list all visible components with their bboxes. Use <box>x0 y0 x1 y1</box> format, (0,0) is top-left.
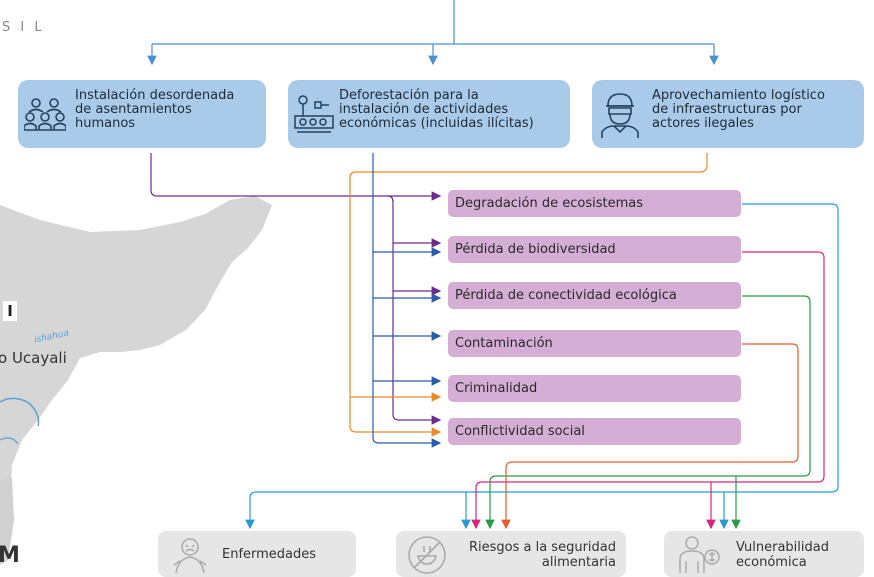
map-region-shape <box>0 196 272 540</box>
masked-person-icon <box>600 92 640 142</box>
river-line-2 <box>0 437 19 445</box>
effect-social-conflict: Conflictividad social <box>448 418 741 445</box>
sick-person-icon <box>170 535 210 577</box>
effect-ecosystem-degradation: Degradación de ecosistemas <box>448 190 741 217</box>
country-label: S I L <box>2 20 45 35</box>
effect-criminality: Criminalidad <box>448 375 741 402</box>
map-corner-letter: M <box>0 543 20 568</box>
effect-contamination: Contaminación <box>448 330 741 357</box>
deforestation-icon <box>293 94 335 138</box>
cause-label: Instalación desordenada de asentamientos… <box>75 88 235 131</box>
cause-label: Aprovechamiento logístico de infraestruc… <box>652 88 825 131</box>
cause-settlements: Instalación desordenada de asentamientos… <box>18 80 266 148</box>
outcome-food-security: Riesgos a la seguridad alimentaria <box>396 531 626 577</box>
cause-deforestation: Deforestación para la instalación de act… <box>288 80 570 148</box>
outcome-label: Enfermedades <box>222 547 317 562</box>
river-line <box>0 397 40 427</box>
people-group-icon <box>23 96 67 136</box>
effect-biodiversity-loss: Pérdida de biodiversidad <box>448 236 741 263</box>
outcome-label: Riesgos a la seguridad alimentaria <box>468 540 616 570</box>
person-money-icon <box>678 535 722 577</box>
effect-connectivity-loss: Pérdida de conectividad ecológica <box>448 282 741 309</box>
outcome-diseases: Enfermedades <box>158 531 356 577</box>
cause-label: Deforestación para la instalación de act… <box>339 88 534 131</box>
region-marker: I <box>3 301 17 321</box>
outcome-economic-vulnerability: Vulnerabilidad económica <box>664 531 864 577</box>
food-prohibited-icon <box>406 534 448 577</box>
outcome-label: Vulnerabilidad económica <box>736 540 829 570</box>
map-region-lower <box>0 478 14 565</box>
region-name-label: o Ucayali <box>0 349 67 367</box>
cause-illegal-actors: Aprovechamiento logístico de infraestruc… <box>592 80 864 148</box>
